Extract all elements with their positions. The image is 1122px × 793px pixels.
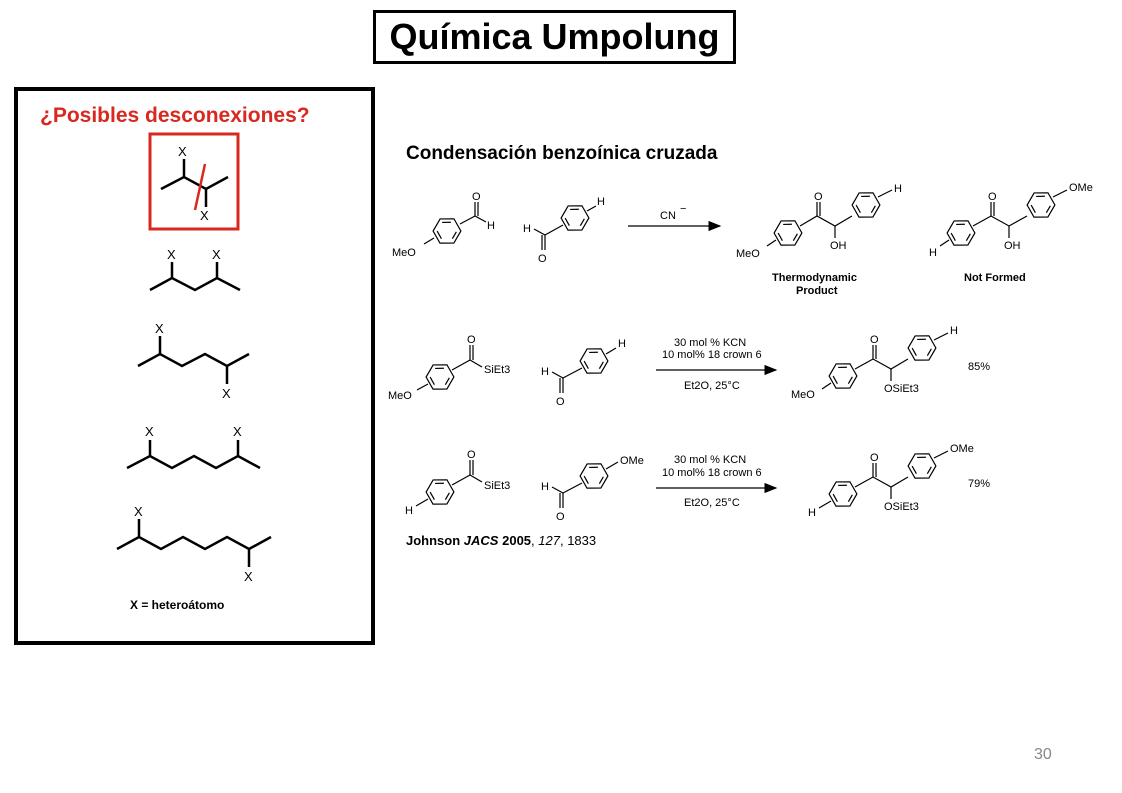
skeleton-1-4 <box>137 336 250 384</box>
oh-label: OH <box>830 240 847 252</box>
product-caption: Product <box>796 285 838 297</box>
disconnection-mark <box>193 163 207 211</box>
conditions-kcn: 30 mol % KCN <box>674 337 746 349</box>
title-box: Química Umpolung <box>373 10 736 64</box>
row3-anisaldehyde: H O OMe <box>541 455 644 523</box>
heteroatom-footnote: X = heteroátomo <box>130 598 225 612</box>
ref-journal: JACS <box>463 533 499 548</box>
meo-label: MeO <box>388 390 412 402</box>
conditions-crown: 10 mol% 18 crown 6 <box>662 467 762 479</box>
row1-p-h-benzaldehyde: H O H <box>523 196 605 265</box>
h-label: H <box>405 505 413 517</box>
h-label: H <box>618 338 626 350</box>
yield-row3: 79% <box>968 478 990 490</box>
literature-reference: Johnson JACS 2005, 127, 1833 <box>406 533 597 548</box>
yield-row2: 85% <box>968 361 990 373</box>
ref-pages: 1833 <box>567 533 597 548</box>
o-label: O <box>467 334 476 346</box>
row2-p-h-benzaldehyde: H O H <box>541 338 626 408</box>
ref-volume: 127 <box>538 533 560 548</box>
conditions-solvent: Et2O, 25°C <box>684 497 740 509</box>
o-label: O <box>472 191 481 203</box>
cross-benzoin-title: Condensación benzoínica cruzada <box>406 143 718 164</box>
x-label: X <box>244 569 253 584</box>
skeleton-1-2 <box>160 159 229 207</box>
panel-heading: ¿Posibles desconexiones? <box>40 104 310 127</box>
o-label: O <box>556 511 565 523</box>
h-label: H <box>541 366 549 378</box>
row1-anisaldehyde: MeO O H <box>392 191 495 259</box>
h-label: H <box>523 223 531 235</box>
x-label: X <box>212 247 221 262</box>
ome-label: OMe <box>620 455 644 467</box>
x-label: X <box>233 424 242 439</box>
highlight-box <box>148 132 240 231</box>
row2-acylsilane: MeO O SiEt3 <box>388 334 510 402</box>
h-label: H <box>541 481 549 493</box>
x-label: X <box>145 424 154 439</box>
cn-label: CN <box>660 210 676 222</box>
cn-charge: − <box>680 203 686 215</box>
page-title: Química Umpolung <box>389 16 720 57</box>
o-label: O <box>870 452 879 464</box>
osiet3-label: OSiEt3 <box>884 501 919 513</box>
not-formed-caption: Not Formed <box>964 272 1026 284</box>
h-label: H <box>894 183 902 195</box>
conditions-crown: 10 mol% 18 crown 6 <box>662 349 762 361</box>
x-label: X <box>167 247 176 262</box>
conditions-solvent: Et2O, 25°C <box>684 380 740 392</box>
siet3-label: SiEt3 <box>484 480 510 492</box>
page-number: 30 <box>1034 746 1052 763</box>
skeleton-1-6 <box>116 519 272 567</box>
o-label: O <box>814 191 823 203</box>
x-label: X <box>200 208 209 223</box>
thermodynamic-caption: Thermodynamic <box>772 272 857 284</box>
skeleton-1-5 <box>126 440 261 470</box>
x-label: X <box>178 144 187 159</box>
skeleton-1-3 <box>149 262 241 292</box>
x-label: X <box>155 321 164 336</box>
x-label: X <box>222 386 231 401</box>
meo-label: MeO <box>791 389 815 401</box>
h-label: H <box>487 220 495 232</box>
disconnections-panel <box>14 87 375 645</box>
ome-label: OMe <box>1069 182 1093 194</box>
row1-thermodynamic-product: MeO O OH H Thermodynamic Product <box>736 183 902 297</box>
meo-label: MeO <box>392 247 416 259</box>
o-label: O <box>988 191 997 203</box>
o-label: O <box>556 396 565 408</box>
ome-label: OMe <box>950 443 974 455</box>
h-label: H <box>808 507 816 519</box>
osiet3-label: OSiEt3 <box>884 383 919 395</box>
o-label: O <box>538 253 547 265</box>
ref-author: Johnson <box>406 533 461 548</box>
row1-not-formed-product: H O OH OMe Not Formed <box>929 182 1093 284</box>
o-label: O <box>870 334 879 346</box>
row2-product: MeO O OSiEt3 H <box>791 325 958 401</box>
conditions-kcn: 30 mol % KCN <box>674 454 746 466</box>
ref-year: 2005 <box>502 533 532 548</box>
x-label: X <box>134 504 143 519</box>
siet3-label: SiEt3 <box>484 364 510 376</box>
meo-label: MeO <box>736 248 760 260</box>
h-label: H <box>929 247 937 259</box>
row3-acylsilane: H O SiEt3 <box>405 449 510 517</box>
o-label: O <box>467 449 476 461</box>
oh-label: OH <box>1004 240 1021 252</box>
row3-product: H O OSiEt3 OMe <box>808 443 974 519</box>
h-label: H <box>597 196 605 208</box>
h-label: H <box>950 325 958 337</box>
